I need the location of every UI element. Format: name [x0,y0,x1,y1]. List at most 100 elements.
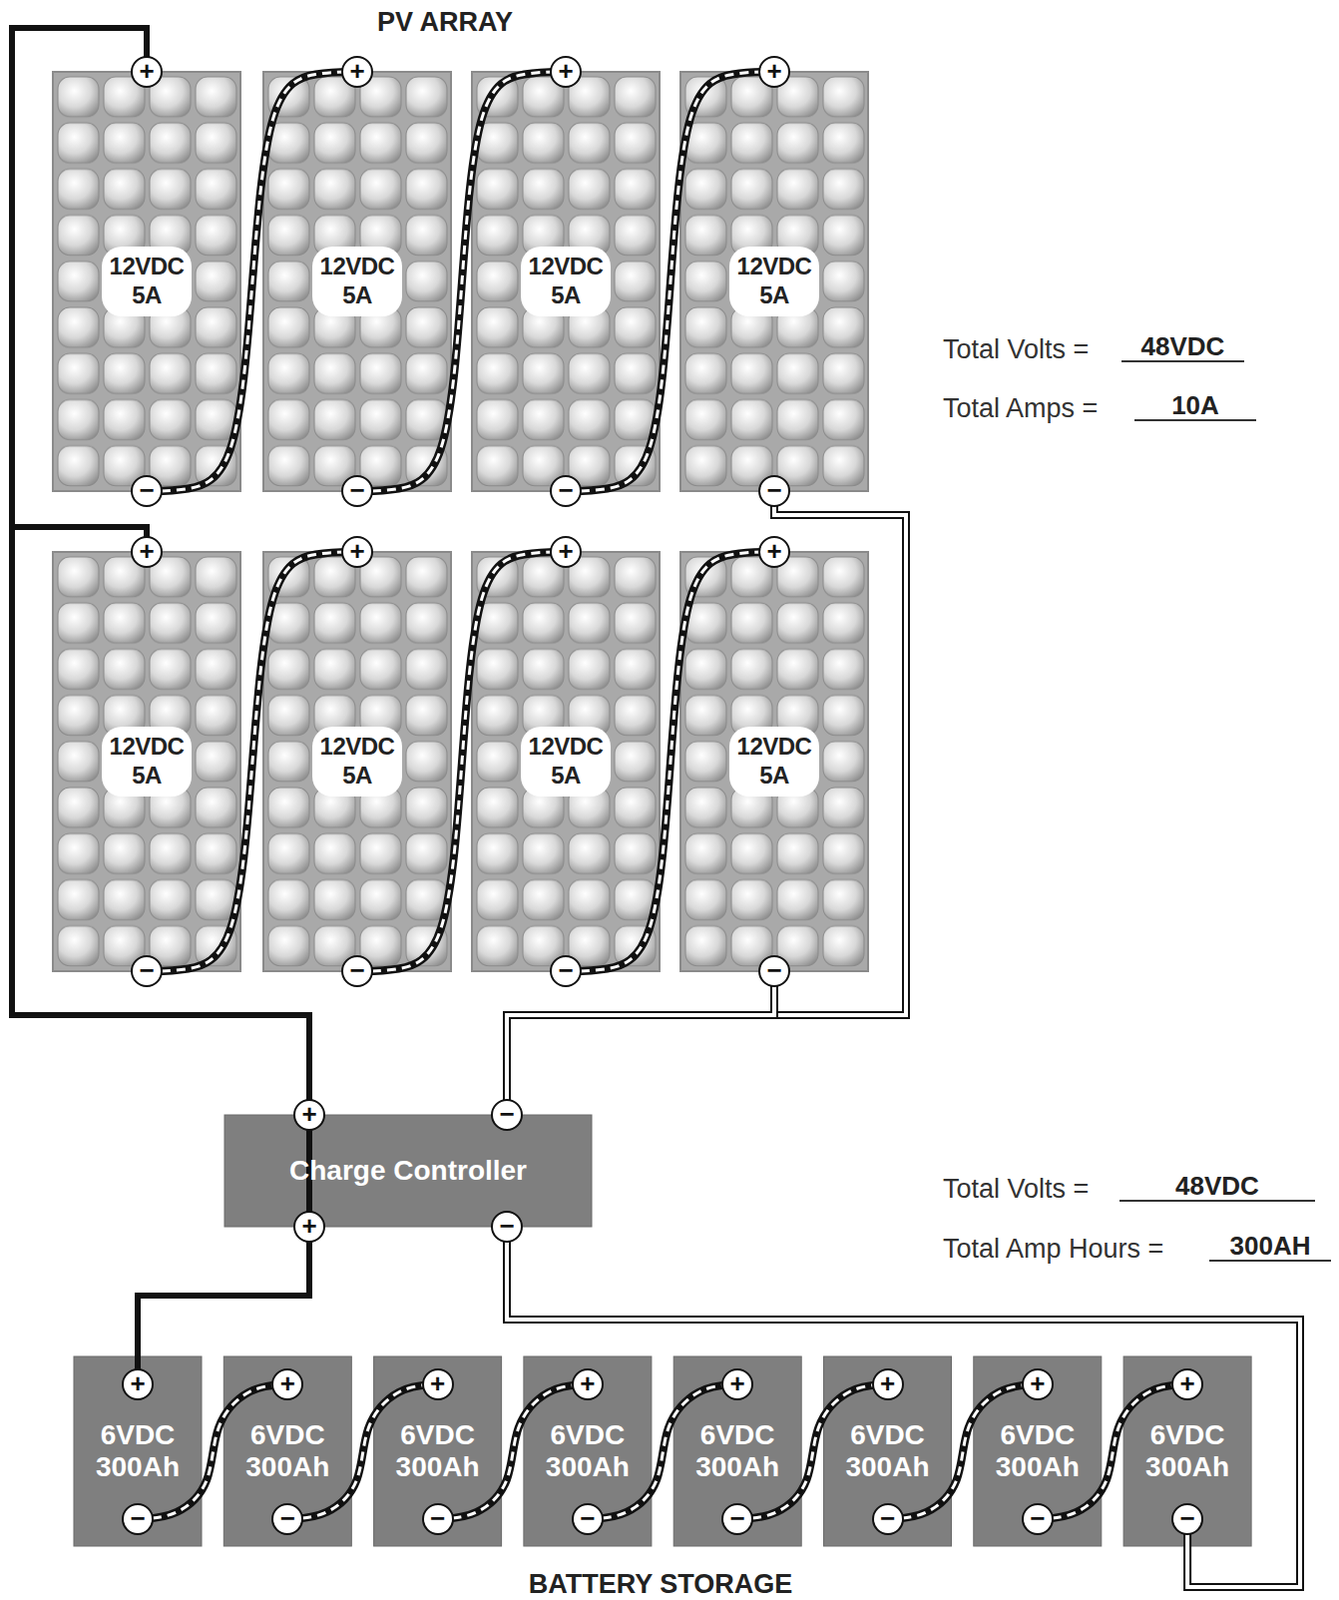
solar-panel: 12VDC 5A [52,551,241,971]
negative-wire-core [506,1226,1301,1587]
battery-rating: 6VDC 300Ah [1145,1418,1230,1483]
terminal-symbol: + [130,55,163,88]
solar-cells [473,553,658,969]
panel-frame [263,551,451,971]
total-caption: Total Amp Hours = [942,1233,1164,1265]
panel-rating: 12VDC 5A [312,726,404,797]
solar-cells [54,553,239,969]
terminal-symbol: + [341,535,374,568]
panel-frame [680,551,869,971]
terminal-symbol: + [422,1367,454,1400]
terminal-symbol: − [130,474,163,507]
total-value: 48VDC [1121,332,1245,364]
terminal-symbol: − [130,954,163,987]
total-value: 10A [1134,391,1257,423]
terminal-symbol: + [758,535,791,568]
battery-rating: 6VDC 300Ah [695,1418,780,1483]
panel-rating: 12VDC 5A [520,246,612,317]
wire [11,27,310,1227]
panel-rating: 12VDC 5A [101,726,193,797]
controller-body [224,1114,592,1227]
wire [506,1226,1301,1587]
panel-frame [471,551,660,971]
total-caption: Total Amps = [942,393,1098,425]
solar-cells [682,73,867,489]
terminal-symbol: + [121,1367,154,1400]
battery-body [1123,1355,1252,1546]
negative-wire-outline [506,490,906,1115]
battery-body [374,1355,502,1546]
panel-frame [52,551,241,971]
terminal-symbol: + [571,1367,604,1400]
battery-body [673,1355,802,1546]
negative-wire-outline [506,970,775,1115]
solar-panel: 12VDC 5A [680,551,869,971]
terminal-symbol: + [1171,1367,1204,1400]
terminal-symbol: + [341,55,374,88]
battery-body [73,1355,202,1546]
terminal-symbol: − [1021,1502,1054,1535]
battery-rating: 6VDC 300Ah [396,1418,480,1483]
terminal-symbol: + [549,535,582,568]
solar-cells [682,553,867,969]
section-heading: BATTERY STORAGE [528,1568,794,1600]
terminal-symbol: + [293,1210,326,1243]
solar-panel: 12VDC 5A [471,71,660,491]
battery-rating: 6VDC 300Ah [245,1418,330,1483]
terminal-symbol: − [490,1098,523,1131]
wire [11,526,310,1227]
terminal-symbol: − [1171,1502,1204,1535]
panel-rating: 12VDC 5A [729,726,821,797]
solar-panel: 12VDC 5A [263,551,451,971]
positive-wire [137,1226,310,1384]
terminal-symbol: + [721,1367,754,1400]
solar-cells [265,553,449,969]
solar-panel: 12VDC 5A [471,551,660,971]
charge-controller: Charge Controller [224,1114,592,1227]
wire [506,490,906,1115]
panel-frame [52,71,241,491]
solar-cells [54,73,239,489]
terminal-symbol: − [721,1502,754,1535]
battery-body [973,1355,1102,1546]
battery-body [824,1355,952,1546]
section-heading: PV ARRAY [377,6,513,38]
terminal-symbol: + [758,55,791,88]
battery-body [223,1355,352,1546]
terminal-symbol: − [549,954,582,987]
terminal-symbol: − [422,1502,454,1535]
terminal-symbol: + [293,1098,326,1131]
terminal-symbol: − [872,1502,904,1535]
terminal-symbol: − [758,954,791,987]
negative-wire-core [506,970,775,1115]
positive-wire [11,27,310,1227]
terminal-symbol: + [130,535,163,568]
terminal-symbol: + [549,55,582,88]
panel-rating: 12VDC 5A [101,246,193,317]
battery-rating: 6VDC 300Ah [545,1418,630,1483]
battery-rating: 6VDC 300Ah [995,1418,1080,1483]
battery-body [523,1355,652,1546]
terminal-symbol: − [341,474,374,507]
total-caption: Total Volts = [942,334,1089,366]
battery-rating: 6VDC 300Ah [95,1418,180,1483]
total-caption: Total Volts = [942,1173,1089,1205]
battery-rating: 6VDC 300Ah [845,1418,929,1483]
controller-label: Charge Controller [289,1154,527,1187]
terminal-symbol: − [758,474,791,507]
panel-rating: 12VDC 5A [520,726,612,797]
panel-rating: 12VDC 5A [312,246,404,317]
solar-panel: 12VDC 5A [52,71,241,491]
terminal-symbol: + [872,1367,904,1400]
panel-frame [471,71,660,491]
terminal-symbol: − [549,474,582,507]
terminal-symbol: + [1021,1367,1054,1400]
negative-wire-outline [506,1226,1301,1587]
panel-rating: 12VDC 5A [729,246,821,317]
terminal-symbol: − [490,1210,523,1243]
negative-wire-core [506,490,906,1115]
total-value: 300AH [1209,1231,1332,1263]
solar-panel: 12VDC 5A [263,71,451,491]
wire [506,970,775,1115]
